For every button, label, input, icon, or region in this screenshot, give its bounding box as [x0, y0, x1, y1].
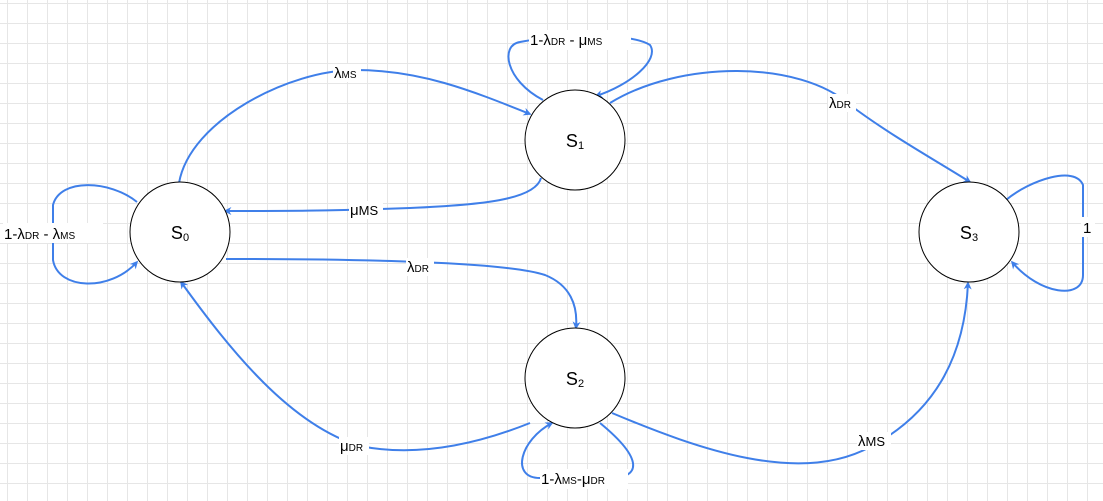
edge-label-s1-s0: μMS	[349, 201, 383, 219]
node-s1-circle[interactable]	[524, 89, 626, 191]
edge-label-s0-s2: λDR	[406, 258, 434, 276]
edge-label-s0-self-text: 1-λDR - λMS	[4, 226, 75, 243]
edge-label-s1-self-text: 1-λDR - μMS	[530, 32, 603, 49]
edge-s1-to-s3[interactable]	[609, 70, 972, 183]
edge-label-s2-s0-text: μDR	[340, 438, 363, 455]
edge-s2-to-s3[interactable]	[611, 281, 972, 465]
edge-label-s0-s1: λMS	[333, 64, 361, 82]
node-s2[interactable]: S2	[524, 327, 626, 429]
node-s0[interactable]: S0	[129, 181, 231, 283]
edge-label-s1-s3-text: λDR	[829, 95, 851, 112]
edge-s2-to-s0[interactable]	[180, 280, 531, 452]
edge-label-s2-s3: λMS	[857, 432, 891, 450]
node-s3-label: S3	[960, 223, 978, 244]
edge-s0-to-s2[interactable]	[225, 258, 581, 330]
node-s3[interactable]: S3	[918, 181, 1020, 283]
edge-s1-to-s0[interactable]	[223, 177, 542, 215]
node-s2-label: S2	[566, 369, 584, 390]
edge-label-s0-self: 1-λDR - λMS	[3, 223, 103, 243]
node-s1-label: S1	[566, 131, 584, 152]
edge-label-s1-self: 1-λDR - μMS	[529, 30, 631, 50]
node-s0-label: S0	[171, 223, 189, 244]
edge-s0-to-s1[interactable]	[178, 68, 532, 184]
node-s2-circle[interactable]	[524, 327, 626, 429]
edge-label-s3-self: 1	[1081, 217, 1095, 237]
edge-label-s2-self-text: 1-λMS-μDR	[541, 471, 605, 488]
node-s3-circle[interactable]	[918, 181, 1020, 283]
edge-label-s0-s2-text: λDR	[407, 259, 429, 276]
edge-label-s0-s1-text: λMS	[334, 65, 357, 82]
edge-label-s2-s3-text: λMS	[858, 433, 885, 450]
edge-label-s2-s0: μDR	[339, 437, 369, 455]
node-s1[interactable]: S1	[524, 89, 626, 191]
edge-label-s2-self: 1-λMS-μDR	[540, 469, 628, 489]
node-s0-circle[interactable]	[129, 181, 231, 283]
edge-s0-self-loop[interactable]	[52, 184, 139, 285]
edge-label-s3-self-text: 1	[1083, 220, 1091, 237]
edge-label-s1-s3: λDR	[828, 94, 856, 112]
edge-label-s1-s0-text: μMS	[350, 202, 378, 219]
